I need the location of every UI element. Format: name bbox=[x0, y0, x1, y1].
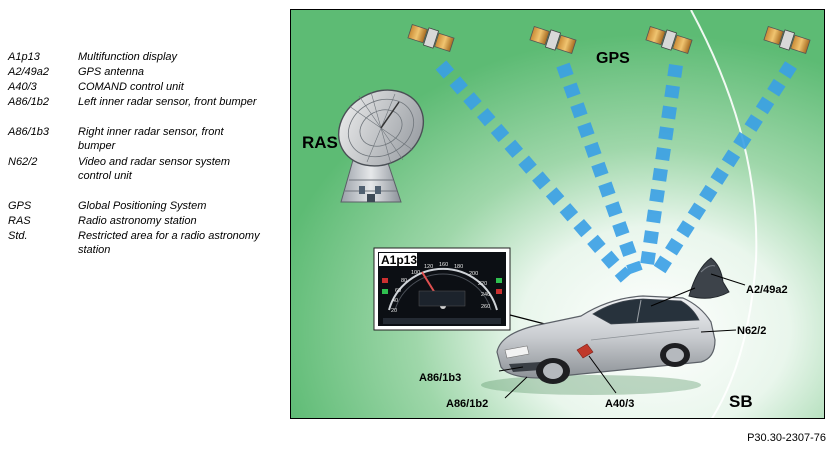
satellite-icon bbox=[645, 26, 693, 54]
speed-tick: 160 bbox=[439, 262, 448, 268]
antenna-label-line bbox=[710, 273, 746, 286]
a40-label: A40/3 bbox=[605, 398, 634, 410]
n62-label: N62/2 bbox=[737, 325, 766, 337]
speed-tick: 20 bbox=[391, 308, 397, 314]
signal-beam-3 bbox=[639, 63, 683, 274]
diagram-figure: GPS RAS bbox=[290, 9, 825, 419]
satellite-icon bbox=[407, 24, 455, 52]
legend-desc: COMAND control unit bbox=[78, 81, 184, 93]
legend-desc: Multifunction display bbox=[78, 51, 178, 63]
legend-row: A1p13 Multifunction display bbox=[8, 50, 280, 65]
antenna-leader-line bbox=[650, 287, 696, 307]
legend-desc: Left inner radar sensor, front bumper bbox=[78, 96, 257, 108]
speed-tick: 260 bbox=[481, 304, 490, 310]
legend-row: Std. Restricted area for a radio astrono… bbox=[8, 229, 280, 259]
speed-tick: 40 bbox=[392, 298, 398, 304]
legend-code: A1p13 bbox=[8, 51, 40, 63]
legend-code: A86/1b3 bbox=[8, 126, 49, 138]
legend-code: A2/49a2 bbox=[8, 66, 49, 78]
speed-tick: 80 bbox=[401, 278, 407, 284]
figure-reference: P30.30-2307-76 bbox=[747, 432, 826, 444]
speedometer-ticks: 20 40 60 80 100 120 160 180 200 220 240 … bbox=[391, 262, 490, 314]
gps-antenna-icon bbox=[688, 257, 730, 299]
legend-row: A86/1b3 Right inner radar sensor, front … bbox=[8, 125, 280, 155]
a86-1b3-label-line bbox=[498, 366, 524, 372]
diagram-canvas: GPS RAS bbox=[291, 10, 824, 418]
a40-label-line bbox=[588, 355, 617, 394]
legend-code: A40/3 bbox=[8, 81, 37, 93]
satellite-icon bbox=[529, 26, 577, 54]
speed-tick: 120 bbox=[424, 264, 433, 270]
legend-desc: Global Positioning System bbox=[78, 200, 207, 212]
gps-label: GPS bbox=[596, 50, 630, 67]
radio-telescope-icon bbox=[337, 89, 425, 203]
control-unit-marker bbox=[576, 343, 594, 359]
speed-tick: 240 bbox=[481, 292, 490, 298]
legend-code: A86/1b2 bbox=[8, 96, 49, 108]
speed-tick: 100 bbox=[411, 270, 420, 276]
legend-row: A40/3 COMAND control unit bbox=[8, 80, 280, 95]
legend-row: A86/1b2 Left inner radar sensor, front b… bbox=[8, 95, 280, 125]
speed-tick: 220 bbox=[478, 281, 487, 287]
display-label-box bbox=[379, 253, 417, 266]
satellite-icon bbox=[763, 26, 811, 54]
n62-label-line bbox=[700, 329, 737, 333]
legend-row: N62/2 Video and radar sensor system cont… bbox=[8, 155, 280, 185]
sb-label: SB bbox=[729, 392, 753, 411]
legend-desc: Restricted area for a radio astronomy st… bbox=[78, 230, 260, 256]
ras-label: RAS bbox=[302, 133, 338, 152]
sb-boundary bbox=[690, 10, 758, 418]
a86-1b2-label-line bbox=[504, 376, 528, 399]
a86-1b3-label: A86/1b3 bbox=[419, 372, 461, 384]
legend-desc: Right inner radar sensor, front bumper bbox=[78, 126, 224, 152]
signal-beam-1 bbox=[435, 60, 632, 283]
legend-row: A2/49a2 GPS antenna bbox=[8, 65, 280, 80]
legend-row: GPS Global Positioning System bbox=[8, 199, 280, 214]
legend: A1p13 Multifunction display A2/49a2 GPS … bbox=[8, 50, 280, 259]
signal-beam-2 bbox=[556, 62, 643, 275]
legend-desc: GPS antenna bbox=[78, 66, 145, 78]
speed-tick: 180 bbox=[454, 264, 463, 270]
legend-code: N62/2 bbox=[8, 156, 38, 168]
car-illustration bbox=[481, 295, 716, 395]
legend-code: Std. bbox=[8, 230, 28, 242]
antenna-label: A2/49a2 bbox=[746, 284, 788, 296]
a86-1b2-label: A86/1b2 bbox=[446, 398, 488, 410]
display-label: A1p13 bbox=[381, 253, 417, 267]
gps-signal-beams bbox=[435, 60, 797, 283]
legend-desc: Radio astronomy station bbox=[78, 215, 197, 227]
speed-tick: 200 bbox=[469, 271, 478, 277]
speed-tick: 60 bbox=[395, 288, 401, 294]
legend-code: RAS bbox=[8, 215, 31, 227]
legend-code: GPS bbox=[8, 200, 32, 212]
legend-desc: Video and radar sensor system control un… bbox=[78, 156, 231, 182]
legend-row: RAS Radio astronomy station bbox=[8, 214, 280, 229]
